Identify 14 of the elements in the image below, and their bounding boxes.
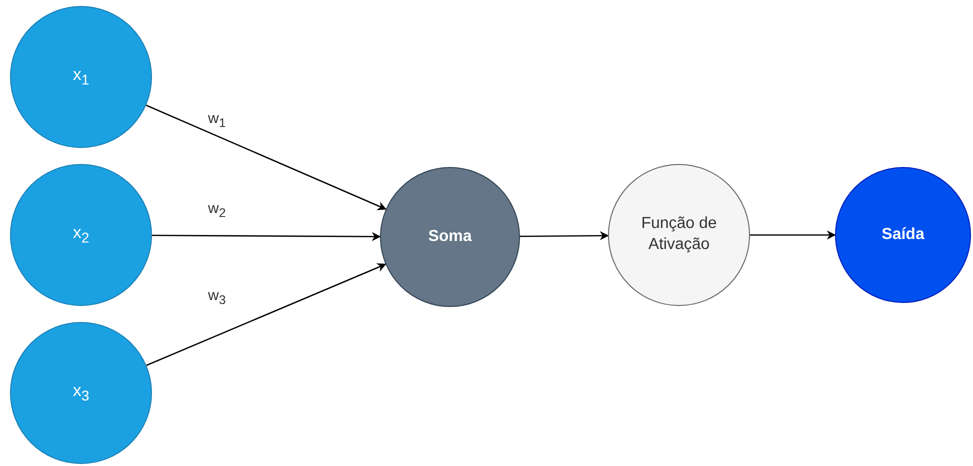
edge-label: w$_{2}$ xyxy=(208,200,226,220)
arrow xyxy=(146,263,386,366)
edge-label: w$_{3}$ xyxy=(208,287,226,307)
node-label: Soma xyxy=(428,226,472,247)
node-label: x$_{1}$ xyxy=(72,64,90,90)
node-label: Saída xyxy=(882,224,924,245)
node-label: Função de Ativação xyxy=(640,214,718,255)
arrow xyxy=(146,104,387,210)
node-label: x$_{2}$ xyxy=(72,222,90,248)
edge-label: w$_{1}$ xyxy=(208,110,226,130)
arrow xyxy=(520,231,609,240)
arrow xyxy=(750,230,836,240)
node-label: x$_{3}$ xyxy=(72,380,90,406)
arrow xyxy=(152,232,381,242)
